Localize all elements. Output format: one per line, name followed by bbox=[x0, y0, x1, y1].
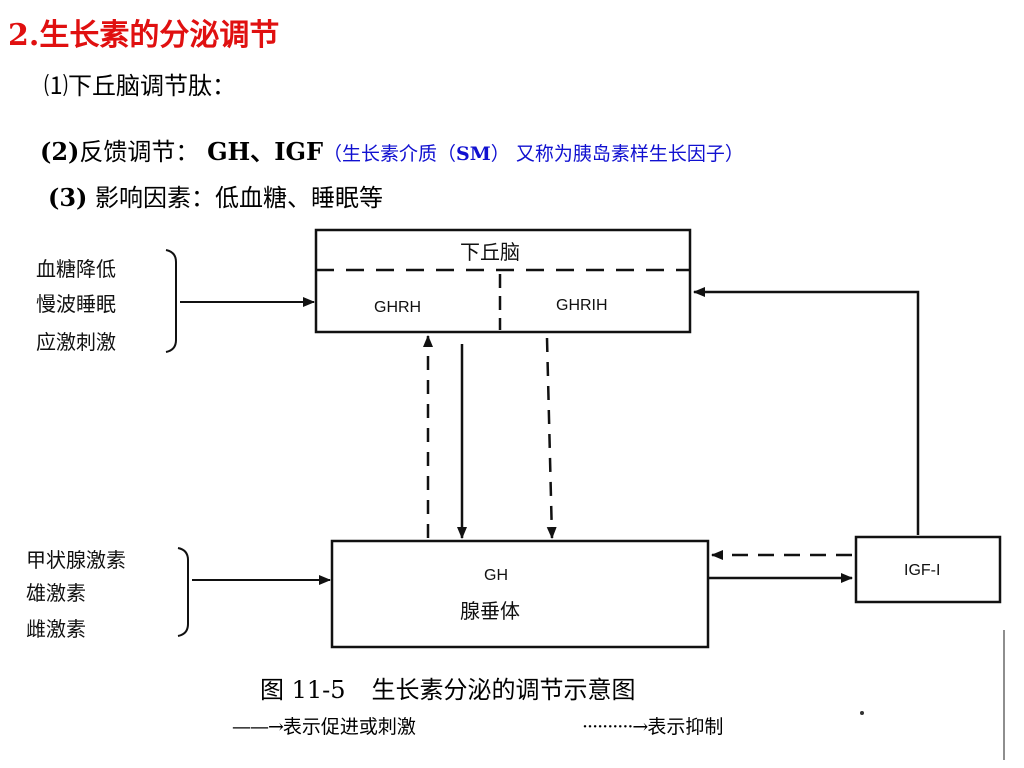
point-2-note: （生长素介质（SM） 又称为胰岛素样生长因子） bbox=[323, 143, 744, 165]
factor-low-blood-sugar: 血糖降低 bbox=[36, 257, 116, 281]
factor-stress: 应激刺激 bbox=[36, 330, 116, 354]
legend-stimulate: ——→表示促进或刺激 bbox=[232, 712, 416, 739]
point-2: (2)反馈调节： GH、IGF（生长素介质（SM） 又称为胰岛素样生长因子） bbox=[40, 132, 744, 167]
point-3: (3) 影响因素：低血糖、睡眠等 bbox=[48, 178, 383, 213]
hypothalamus-box bbox=[314, 228, 692, 334]
legend-stimulate-text: 表示促进或刺激 bbox=[282, 716, 416, 738]
point-2-text: 反馈调节： bbox=[79, 138, 200, 166]
gh-label: GH bbox=[484, 567, 508, 584]
brace-bottom bbox=[177, 547, 189, 637]
legend-inhibit: ··········→表示抑制 bbox=[582, 712, 723, 739]
arrow-igf-feedback-hypothalamus bbox=[693, 287, 920, 535]
point-2-bold: GH、IGF bbox=[207, 137, 323, 166]
dashed-arrow-icon: ··········→ bbox=[582, 716, 648, 738]
factor-estrogen: 雌激素 bbox=[26, 617, 86, 641]
point-2-prefix: (2) bbox=[40, 137, 80, 166]
point-2-note-rest: ） 又称为胰岛素样生长因子） bbox=[490, 143, 744, 165]
factor-androgen: 雄激素 bbox=[26, 581, 86, 605]
ghrih-label: GHRIH bbox=[556, 297, 608, 314]
brace-top bbox=[165, 249, 177, 353]
igf-label: IGF-I bbox=[904, 562, 940, 579]
figure-number: 图 11-5 bbox=[260, 676, 346, 704]
arrow-ghrih-inhibit bbox=[545, 337, 557, 539]
point-3-prefix: (3) bbox=[48, 183, 88, 212]
factor-slow-wave-sleep: 慢波睡眠 bbox=[36, 292, 116, 316]
figure-title: 生长素分泌的调节示意图 bbox=[371, 676, 636, 704]
factor-thyroid-hormone: 甲状腺激素 bbox=[26, 548, 126, 572]
pituitary-box bbox=[330, 539, 710, 649]
point-2-note-open: （生长素介质（ bbox=[323, 143, 457, 165]
hypothalamus-label: 下丘脑 bbox=[460, 240, 520, 264]
ghrh-label: GHRH bbox=[374, 299, 421, 316]
point-1-prefix: ⑴ bbox=[44, 72, 68, 100]
pituitary-label: 腺垂体 bbox=[460, 599, 520, 623]
solid-arrow-icon: ——→ bbox=[232, 716, 284, 738]
figure-caption: 图 11-5 生长素分泌的调节示意图 bbox=[260, 670, 636, 705]
igf-box bbox=[854, 535, 1002, 604]
scan-speck bbox=[860, 711, 864, 715]
point-1-text: 下丘脑调节肽： bbox=[68, 72, 236, 100]
point-1: ⑴下丘脑调节肽： bbox=[44, 66, 236, 101]
point-3-text: 影响因素：低血糖、睡眠等 bbox=[87, 184, 384, 212]
point-2-note-sm: SM bbox=[456, 143, 491, 165]
page-title: 2.生长素的分泌调节 bbox=[8, 18, 280, 53]
legend-inhibit-text: 表示抑制 bbox=[647, 716, 724, 738]
